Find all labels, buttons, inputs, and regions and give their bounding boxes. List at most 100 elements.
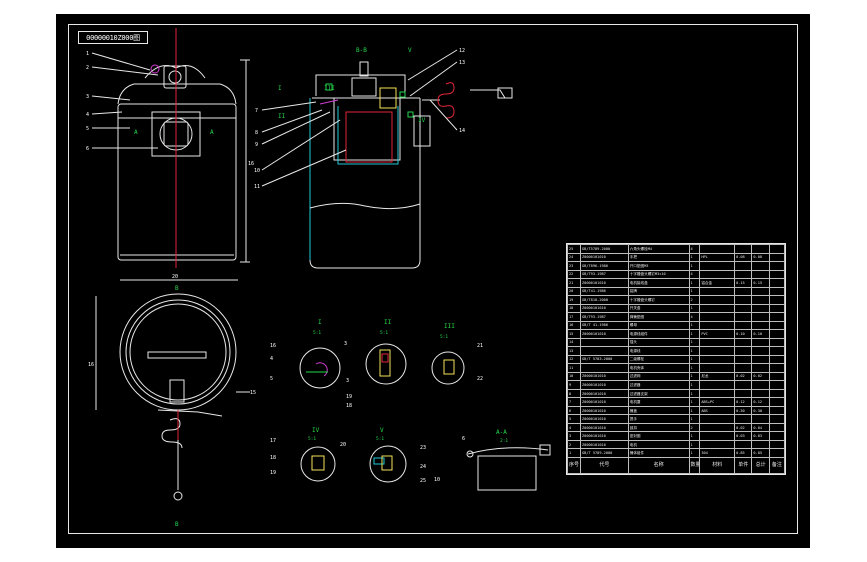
bom-cell: 电机 (627, 439, 690, 450)
bom-cell (699, 295, 736, 305)
detail-v-label-10: 10 (434, 477, 440, 483)
bom-cell: 2 (688, 295, 701, 305)
bom-cell: 电机壳体 (627, 363, 690, 373)
bom-cell (768, 363, 786, 373)
bom-cell (699, 303, 736, 314)
bom-cell: 0.03 (751, 431, 770, 441)
bom-cell: Z0000101010 (580, 388, 629, 399)
bom-cell: 0.02 (751, 371, 770, 382)
bom-cell (751, 363, 770, 373)
detail-iv-title: IV (312, 427, 320, 434)
detail-i-title: I (318, 319, 322, 326)
bom-cell: 过滤网 (627, 371, 690, 382)
bom-cell (734, 320, 753, 331)
bom-cell: 开口垫圈M3 (627, 261, 690, 271)
bom-cell (751, 346, 770, 356)
bom-cell: 1 (688, 354, 701, 365)
bom-cell: Z0000101010 (580, 371, 629, 382)
bom-cell (734, 363, 753, 373)
bb-marker-iii: III (324, 85, 335, 92)
bom-cell: 4 (566, 422, 582, 433)
bom-cell (768, 346, 786, 356)
bb-label-7: 7 (255, 108, 258, 114)
detail-ii-label-3: 3 (346, 378, 349, 384)
bom-cell (768, 405, 786, 416)
bom-cell: 6 (566, 405, 582, 416)
bom-cell (699, 320, 736, 331)
bom-cell: 1 (566, 448, 582, 458)
bom-cell (751, 414, 770, 424)
bom-cell: 锁扣 (627, 422, 690, 433)
bom-cell: 铝合金 (699, 278, 736, 288)
bom-header-row: 序号代号名称数量材料单件总计备注 (566, 456, 786, 475)
bom-cell: 1 (688, 363, 701, 373)
bom-cell: 1 (688, 320, 701, 331)
front-dim-right: 16 (248, 161, 254, 167)
bb-label-13: 13 (459, 60, 465, 66)
bom-cell: Z0000101010 (580, 252, 629, 263)
bom-header-cell: 代号 (580, 456, 629, 475)
bom-cell: 2 (566, 439, 582, 450)
bom-cell: 电源线 (627, 346, 690, 356)
bom-cell (699, 286, 736, 297)
bom-cell: 0.03 (734, 431, 753, 441)
top-label-15: 15 (250, 390, 256, 396)
top-label-b-top: B (175, 285, 179, 292)
bom-cell: 1 (688, 414, 701, 424)
bom-cell (699, 431, 736, 441)
bom-header-cell: 总计 (751, 456, 770, 475)
bb-marker-ii: II (278, 113, 286, 120)
bom-cell: 7 (566, 397, 582, 407)
bom-cell: 11 (566, 363, 582, 373)
bom-cell: 铭牌 (627, 286, 690, 297)
bom-cell (768, 397, 786, 407)
bom-cell (768, 252, 786, 263)
bom-cell: 1 (688, 397, 701, 407)
bom-cell: Z0000101010 (580, 303, 629, 314)
bom-cell: 尼龙 (699, 371, 736, 382)
detail-iii-label-21: 21 (477, 343, 483, 349)
front-label-4: 4 (86, 112, 89, 118)
bom-cell: 1 (688, 431, 701, 441)
bom-cell: 2 (688, 422, 701, 433)
bom-cell (768, 439, 786, 450)
bom-cell (734, 312, 753, 322)
detail-iv: IV 5:1 17 18 19 20 (270, 427, 346, 482)
bb-marker-v: V (408, 47, 412, 54)
bom-cell: 1 (688, 388, 701, 399)
bom-cell: 19 (566, 295, 582, 305)
drawing-number-box: 00000010Z000图 (78, 31, 148, 44)
front-label-1: 1 (86, 51, 89, 57)
bom-cell (734, 303, 753, 314)
bom-cell: 电源线组件 (627, 329, 690, 339)
bom-cell (768, 295, 786, 305)
bom-cell (751, 388, 770, 399)
bom-cell (768, 244, 786, 254)
bom-cell: Z0000101010 (580, 329, 629, 339)
bom-cell: 密封圈 (627, 431, 690, 441)
bom-cell (768, 312, 786, 322)
bom-cell: 1 (688, 337, 701, 348)
bom-cell: 1 (688, 329, 701, 339)
drawing-frame (68, 24, 798, 534)
detail-aa-label-6: 6 (462, 436, 465, 442)
bom-cell (768, 261, 786, 271)
bom-cell: 10 (566, 371, 582, 382)
bb-marker-i: I (278, 85, 282, 92)
bom-cell (699, 422, 736, 433)
bom-cell: GB/T41-1986 (580, 286, 629, 297)
bom-cell: 0.12 (751, 397, 770, 407)
detail-i-label-5: 5 (270, 376, 273, 382)
bom-cell: Z0000101010 (580, 405, 629, 416)
bom-cell: 20 (566, 286, 582, 297)
section-bb-view: B-B I II III IV V (254, 47, 513, 269)
bom-cell: GB/T896-1986 (580, 261, 629, 271)
bb-label-10: 10 (254, 168, 260, 174)
bom-cell: 4 (688, 269, 701, 280)
